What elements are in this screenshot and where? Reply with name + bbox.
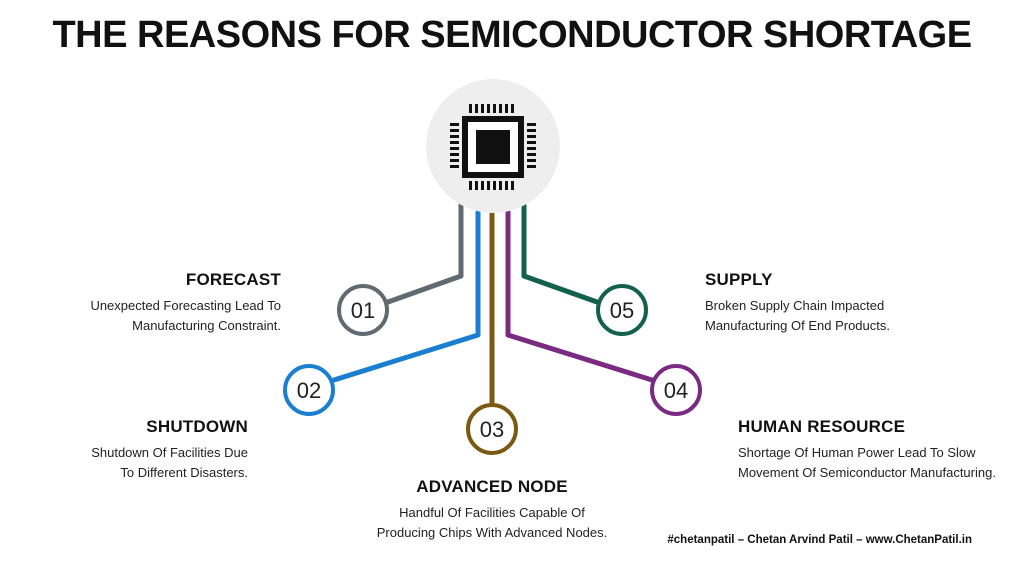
- page-title: THE REASONS FOR SEMICONDUCTOR SHORTAGE: [52, 14, 972, 56]
- footer-credit: #chetanpatil – Chetan Arvind Patil – www…: [667, 534, 972, 546]
- connector-05: [521, 202, 600, 305]
- advanced-node-text-line1: Handful Of Facilities Capable Of: [399, 505, 585, 520]
- node-01-ring: [337, 284, 389, 336]
- shutdown-text-line1: Shutdown Of Facilities Due: [91, 445, 248, 460]
- supply-block: SUPPLY Broken Supply Chain Impacted Manu…: [705, 270, 965, 336]
- node-05: 05: [596, 284, 648, 336]
- forecast-block: FORECAST Unexpected Forecasting Lead To …: [40, 270, 281, 336]
- connector-04: [505, 209, 655, 383]
- human-resource-block: HUMAN RESOURCE Shortage Of Human Power L…: [738, 417, 1018, 483]
- forecast-text-line1: Unexpected Forecasting Lead To: [90, 298, 281, 313]
- node-03: 03: [466, 403, 518, 455]
- shutdown-text-line2: To Different Disasters.: [120, 465, 248, 480]
- forecast-heading: FORECAST: [185, 270, 281, 289]
- connector-01: [385, 202, 464, 305]
- human-resource-heading: HUMAN RESOURCE: [738, 417, 906, 436]
- supply-text-line2: Manufacturing Of End Products.: [705, 318, 890, 333]
- node-01: 01: [337, 284, 389, 336]
- advanced-node-heading: ADVANCED NODE: [416, 477, 568, 496]
- node-04: 04: [650, 364, 702, 416]
- supply-text-line1: Broken Supply Chain Impacted: [705, 298, 885, 313]
- node-05-ring: [596, 284, 648, 336]
- human-resource-text-line1: Shortage Of Human Power Lead To Slow: [738, 445, 976, 460]
- node-03-number: 03: [480, 417, 504, 442]
- node-01-number: 01: [351, 298, 375, 323]
- advanced-node-text-line2: Producing Chips With Advanced Nodes.: [376, 525, 608, 540]
- node-02-ring: [283, 364, 335, 416]
- chip-icon: [450, 104, 536, 190]
- node-03-ring: [466, 403, 518, 455]
- supply-heading: SUPPLY: [705, 270, 773, 289]
- node-04-ring: [650, 364, 702, 416]
- human-resource-text-line2: Movement Of Semiconductor Manufacturing.: [738, 465, 996, 480]
- node-02: 02: [283, 364, 335, 416]
- shutdown-block: SHUTDOWN Shutdown Of Facilities Due To D…: [40, 417, 248, 483]
- node-05-number: 05: [610, 298, 634, 323]
- connector-02: [331, 209, 481, 383]
- forecast-text-line2: Manufacturing Constraint.: [132, 318, 281, 333]
- node-04-number: 04: [664, 378, 688, 403]
- node-02-number: 02: [297, 378, 321, 403]
- shutdown-heading: SHUTDOWN: [146, 417, 248, 436]
- advanced-node-block: ADVANCED NODE Handful Of Facilities Capa…: [352, 477, 632, 543]
